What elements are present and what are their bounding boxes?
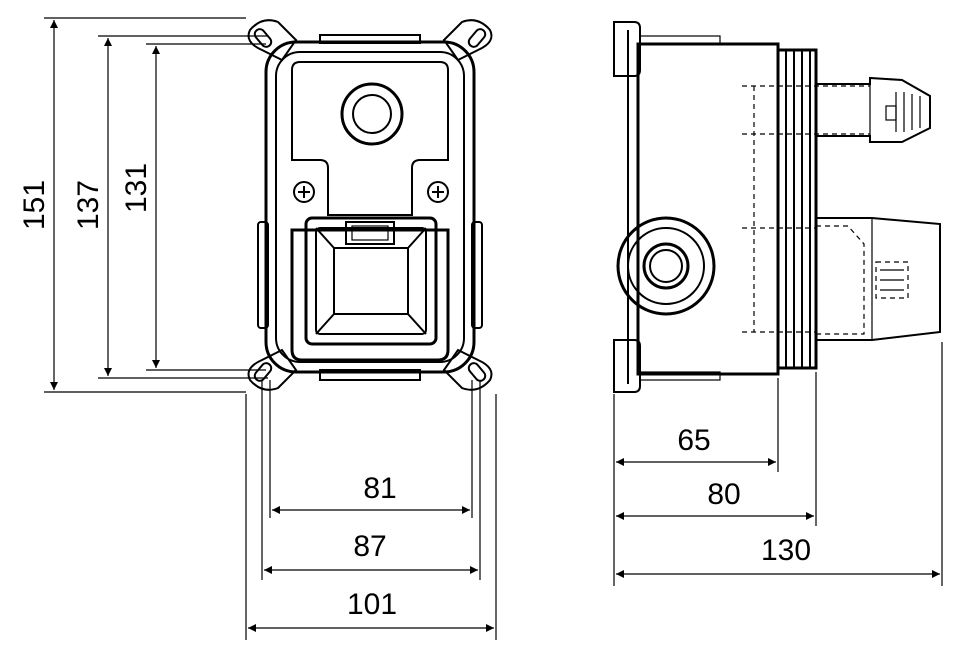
dim-label-137: 137 — [72, 180, 105, 230]
body-outline — [264, 40, 476, 374]
dim-label-131: 131 — [120, 163, 153, 213]
dim-label-80: 80 — [707, 478, 740, 511]
upper-spindle — [815, 76, 931, 143]
dim-label-81: 81 — [363, 472, 396, 505]
mounting-ear-top-right — [442, 19, 493, 62]
threaded-flange — [776, 48, 818, 370]
dim-label-101: 101 — [347, 588, 397, 621]
horizontal-dimensions-side: 65 80 130 — [613, 342, 943, 586]
screw-left-icon — [293, 181, 315, 203]
side-body — [636, 42, 780, 376]
plate-top — [613, 21, 641, 77]
screw-right-icon — [427, 181, 449, 203]
side-port — [616, 216, 716, 316]
dim-label-151: 151 — [18, 180, 51, 230]
dim-label-130: 130 — [761, 534, 811, 567]
mounting-ear-top-left — [247, 19, 298, 62]
dim-label-65: 65 — [677, 424, 710, 457]
body-inner-outline — [275, 51, 465, 363]
dim-label-87: 87 — [353, 530, 386, 563]
top-port — [340, 82, 404, 146]
cartridge-housing — [290, 216, 450, 362]
upper-chamber — [291, 61, 449, 216]
side-boss-left — [257, 221, 269, 329]
vertical-dimensions: 151 137 131 — [18, 17, 268, 393]
lower-cartridge — [815, 217, 941, 341]
side-view — [613, 21, 941, 393]
front-view — [247, 19, 493, 391]
bottom-tab — [319, 369, 421, 381]
horizontal-dimensions-front: 81 87 101 — [245, 380, 497, 640]
side-boss-right — [471, 221, 483, 329]
